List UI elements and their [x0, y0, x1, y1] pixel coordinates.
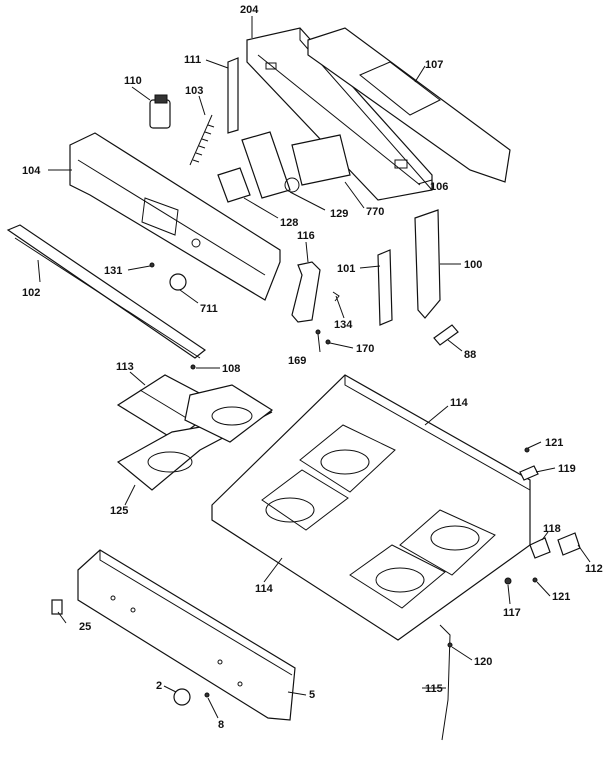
screw-8: [204, 692, 210, 698]
small-parts: [315, 291, 340, 345]
label-102: 102: [22, 287, 40, 299]
label-116: 116: [297, 230, 315, 242]
label-114-bottom: 114: [255, 583, 274, 595]
label-118: 118: [543, 523, 561, 535]
label-100: 100: [464, 259, 482, 271]
label-125: 125: [110, 505, 128, 517]
part-25: [51, 599, 63, 615]
parts-119-121: [519, 447, 539, 481]
label-111: 111: [184, 54, 201, 66]
label-5: 5: [309, 689, 315, 701]
bracket-116: [291, 261, 321, 323]
label-104: 104: [22, 165, 41, 177]
top-cover-107: [307, 27, 511, 183]
trim-102: [6, 224, 207, 359]
label-711: 711: [200, 303, 218, 315]
bracket-111: [227, 57, 239, 134]
switch-block-129: [241, 131, 300, 199]
switch-128: [217, 167, 251, 203]
label-170: 170: [356, 343, 374, 355]
label-121-bottom: 121: [552, 591, 570, 603]
label-25: 25: [79, 621, 91, 633]
label-121-top: 121: [545, 437, 563, 449]
label-103: 103: [185, 85, 203, 97]
label-114-top: 114: [450, 397, 469, 409]
screw-108: [190, 364, 196, 370]
parts-118-112: [529, 532, 581, 583]
leader-lines: [37, 16, 591, 719]
label-112: 112: [585, 563, 603, 575]
part-88: [433, 324, 459, 346]
label-108: 108: [222, 363, 240, 375]
label-107: 107: [425, 59, 443, 71]
label-106: 106: [430, 181, 448, 193]
label-129: 129: [330, 208, 348, 220]
rod-115: [439, 624, 453, 741]
part-110: [149, 94, 171, 129]
cooktop-114: [211, 374, 531, 641]
label-117: 117: [503, 607, 521, 619]
label-88: 88: [464, 349, 476, 361]
label-169: 169: [288, 355, 306, 367]
knob-2: [173, 688, 191, 706]
side-panel-100: [414, 209, 441, 319]
label-8: 8: [218, 719, 224, 731]
drip-tray-125: [116, 384, 274, 491]
part-117: [504, 577, 512, 585]
label-101: 101: [337, 263, 355, 275]
label-204: 204: [240, 4, 259, 16]
label-128: 128: [280, 217, 298, 229]
part-770: [291, 134, 351, 186]
label-113: 113: [116, 361, 134, 373]
label-119: 119: [558, 463, 576, 475]
bracket-101: [377, 249, 393, 326]
control-panel-104: [69, 132, 281, 301]
part-number-labels: 204 111 107 110 103 104 106 128 129 770 …: [22, 4, 603, 731]
screw-131: [149, 262, 155, 268]
spring-103: [189, 114, 215, 166]
label-2: 2: [156, 680, 162, 692]
label-770: 770: [366, 206, 384, 218]
label-134: 134: [334, 319, 353, 331]
back-panel-frame-204: [246, 27, 433, 201]
label-110: 110: [124, 75, 142, 87]
lower-panel-5: [77, 549, 296, 721]
label-120: 120: [474, 656, 492, 668]
knob-711: [169, 273, 187, 291]
label-115: 115: [425, 683, 443, 695]
label-131: 131: [104, 265, 122, 277]
